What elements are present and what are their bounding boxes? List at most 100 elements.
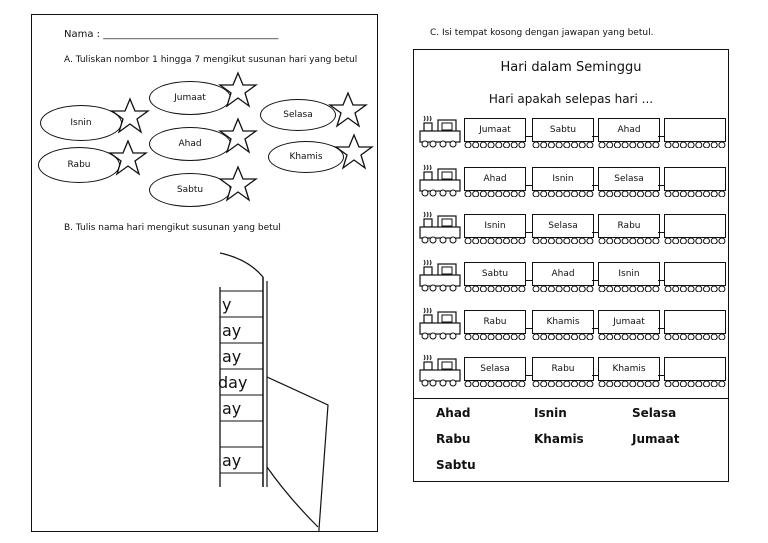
day-label: Rabu xyxy=(67,160,91,170)
word-bank-item: Isnin xyxy=(534,406,567,420)
train-car-label: Isnin xyxy=(484,221,506,231)
train-row: Isnin Selasa Rabu xyxy=(414,210,728,246)
train-car: Rabu xyxy=(598,214,660,238)
day-oval-ahad: Ahad xyxy=(149,127,231,161)
train-row: Rabu Khamis Jumaat xyxy=(414,306,728,342)
coupling xyxy=(592,375,598,377)
train-car: Isnin xyxy=(532,167,594,191)
train-car: Jumaat xyxy=(598,310,660,334)
day-label: Ahad xyxy=(178,139,202,149)
coupling xyxy=(526,375,532,377)
train-car-label: Khamis xyxy=(612,364,646,374)
word-bank-item: Jumaat xyxy=(632,432,680,446)
train-car: Ahad xyxy=(532,262,594,286)
train-car-blank[interactable] xyxy=(664,262,726,286)
train-wheels-icon xyxy=(664,380,726,387)
train-car-label: Isnin xyxy=(618,269,640,279)
calendar-fragment: ay xyxy=(222,451,242,470)
train-wheels-icon xyxy=(664,237,726,244)
train-car-blank[interactable] xyxy=(664,167,726,191)
train-car-blank[interactable] xyxy=(664,214,726,238)
star-icon xyxy=(334,133,374,170)
name-field-label: Nama : _________________________________… xyxy=(64,29,279,40)
train-car-label: Rabu xyxy=(483,317,507,327)
train-car-label: Ahad xyxy=(617,125,641,135)
calendar-fragment: day xyxy=(218,373,248,392)
day-label: Isnin xyxy=(70,118,92,128)
star-icon xyxy=(218,165,258,202)
train-car: Isnin xyxy=(464,214,526,238)
word-bank-item: Ahad xyxy=(436,406,471,420)
day-label: Selasa xyxy=(283,110,313,120)
train-car: Rabu xyxy=(532,357,594,381)
train-wheels-icon xyxy=(532,285,594,292)
worksheet-left: Nama : _________________________________… xyxy=(31,14,378,532)
train-car-blank[interactable] xyxy=(664,118,726,142)
train-wheels-icon xyxy=(532,380,594,387)
train-car-label: Sabtu xyxy=(481,269,509,279)
train-car-label: Rabu xyxy=(617,221,641,231)
calendar-image xyxy=(219,252,329,531)
day-oval-selasa: Selasa xyxy=(260,99,336,131)
coupling xyxy=(658,375,664,377)
day-label: Khamis xyxy=(289,152,323,162)
coupling xyxy=(526,185,532,187)
coupling xyxy=(592,136,598,138)
coupling xyxy=(592,280,598,282)
question-text: Hari apakah selepas hari ... xyxy=(488,92,654,106)
train-car: Khamis xyxy=(532,310,594,334)
train-wheels-icon xyxy=(464,333,526,340)
coupling xyxy=(658,136,664,138)
train-car: Selasa xyxy=(464,357,526,381)
train-car-blank[interactable] xyxy=(664,310,726,334)
coupling xyxy=(526,232,532,234)
train-car: Khamis xyxy=(598,357,660,381)
train-car: Ahad xyxy=(464,167,526,191)
train-car-label: Ahad xyxy=(551,269,575,279)
coupling xyxy=(658,185,664,187)
train-engine-icon xyxy=(419,211,461,244)
coupling xyxy=(658,328,664,330)
train-row: Sabtu Ahad Isnin xyxy=(414,258,728,294)
train-engine-icon xyxy=(419,164,461,197)
train-car: Jumaat xyxy=(464,118,526,142)
calendar-fragment: ay xyxy=(222,399,242,418)
day-oval-jumaat: Jumaat xyxy=(149,81,231,115)
train-wheels-icon xyxy=(598,141,660,148)
day-oval-isnin: Isnin xyxy=(40,105,122,141)
train-wheels-icon xyxy=(532,333,594,340)
train-wheels-icon xyxy=(664,285,726,292)
coupling xyxy=(526,328,532,330)
day-oval-khamis: Khamis xyxy=(268,141,344,173)
word-bank-item: Sabtu xyxy=(436,458,476,472)
train-wheels-icon xyxy=(664,141,726,148)
train-car-label: Jumaat xyxy=(479,125,511,135)
train-wheels-icon xyxy=(532,237,594,244)
train-car: Selasa xyxy=(532,214,594,238)
train-car: Sabtu xyxy=(464,262,526,286)
train-car-blank[interactable] xyxy=(664,357,726,381)
train-wheels-icon xyxy=(464,285,526,292)
train-car-label: Khamis xyxy=(546,317,580,327)
coupling xyxy=(658,280,664,282)
train-wheels-icon xyxy=(598,333,660,340)
word-bank-item: Selasa xyxy=(632,406,677,420)
train-wheels-icon xyxy=(598,285,660,292)
calendar-fragment: ay xyxy=(222,321,242,340)
train-car-label: Ahad xyxy=(483,174,507,184)
divider xyxy=(414,398,728,399)
train-car: Ahad xyxy=(598,118,660,142)
train-car-label: Isnin xyxy=(552,174,574,184)
word-bank-item: Khamis xyxy=(534,432,584,446)
worksheet-title: Hari dalam Seminggu xyxy=(500,60,642,75)
star-icon xyxy=(110,97,150,134)
train-wheels-icon xyxy=(464,380,526,387)
calendar-fragment: ay xyxy=(222,347,242,366)
worksheet-right: Hari dalam Seminggu Hari apakah selepas … xyxy=(413,49,729,482)
train-car-label: Sabtu xyxy=(549,125,577,135)
train-wheels-icon xyxy=(664,190,726,197)
train-wheels-icon xyxy=(598,190,660,197)
train-wheels-icon xyxy=(598,237,660,244)
